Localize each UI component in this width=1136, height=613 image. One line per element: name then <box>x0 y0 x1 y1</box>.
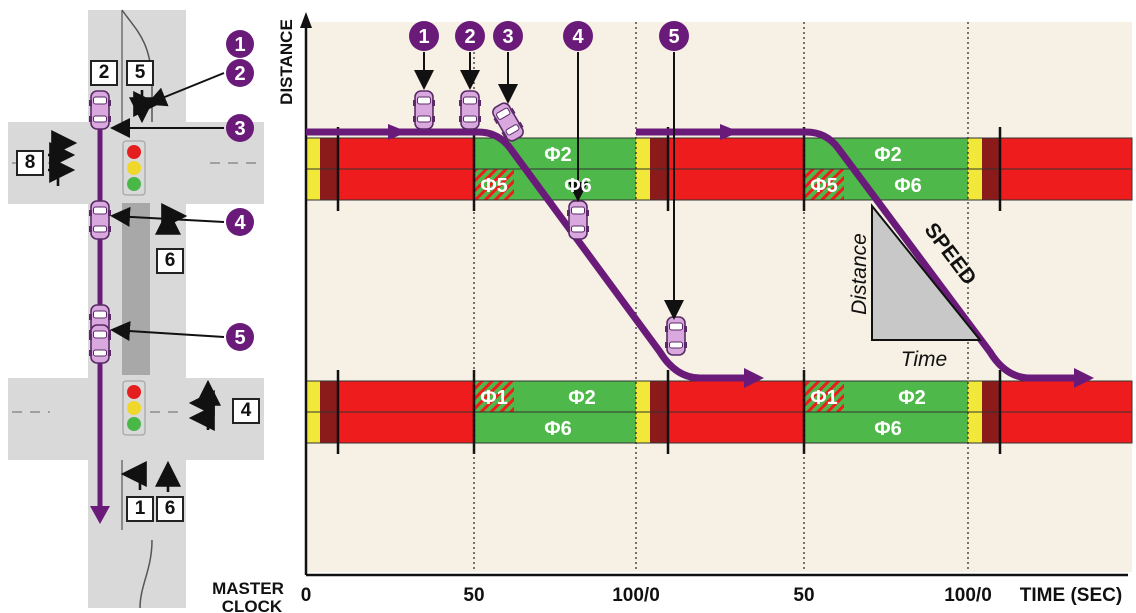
diagram-marker-2: 2 <box>455 21 485 51</box>
phase-label: Φ6 <box>564 175 592 197</box>
vehicle-trajectories <box>306 128 1086 382</box>
traffic-signal-upper <box>122 140 146 196</box>
diagram-marker-3: 3 <box>493 21 523 51</box>
time-space-diagram: Distance Time SPEED 1 2 3 <box>212 12 1133 613</box>
svg-text:1: 1 <box>234 34 245 56</box>
map-marker-1: 1 <box>226 30 254 58</box>
diagram-vehicle-4 <box>566 200 590 240</box>
phase-box-5: 5 <box>126 60 154 86</box>
phase-labels: Φ2 Φ5 Φ6 Φ2 Φ5 Φ6 Φ1 Φ2 Φ6 Φ1 Φ2 Φ6 <box>480 144 926 440</box>
svg-text:3: 3 <box>234 118 245 140</box>
phase-label: Φ5 <box>480 175 508 197</box>
diagram-vehicle-5 <box>664 316 688 356</box>
diagram-marker-5: 5 <box>659 21 689 51</box>
phase-label: Φ6 <box>544 418 572 440</box>
phase-box-1: 1 <box>126 496 154 522</box>
svg-text:5: 5 <box>234 327 245 349</box>
vehicle-5b <box>88 324 112 364</box>
x-tick-label: 100/0 <box>612 585 660 606</box>
traffic-signal-lower <box>122 380 146 436</box>
phase-box-2: 2 <box>90 60 118 86</box>
median <box>122 203 150 375</box>
phase-label: Φ1 <box>810 387 838 409</box>
svg-text:1: 1 <box>418 26 429 48</box>
map-marker-3: 3 <box>226 114 254 142</box>
diagram-vehicle-1 <box>412 90 436 130</box>
x-tick-label: 50 <box>463 585 484 606</box>
phase-box-8: 8 <box>16 150 44 176</box>
trajectory-2 <box>636 128 1086 382</box>
diagram-marker-4: 4 <box>563 21 593 51</box>
phase-label: Φ2 <box>568 387 596 409</box>
phase-label: Φ2 <box>898 387 926 409</box>
vehicle-2 <box>88 90 112 130</box>
phase-label: Φ6 <box>874 418 902 440</box>
trajectory-arrowhead <box>744 368 764 388</box>
master-clock-label-line1: MASTER <box>212 579 284 598</box>
triangle-time-label: Time <box>901 348 947 371</box>
phase-box-6-upper: 6 <box>156 248 184 274</box>
svg-text:5: 5 <box>668 26 679 48</box>
x-tick-labels: 0 50 100/0 50 100/0 <box>301 585 992 606</box>
map-marker-5: 5 <box>226 323 254 351</box>
vehicle-4 <box>88 200 112 240</box>
callout-arrows <box>110 72 225 341</box>
svg-text:3: 3 <box>502 26 513 48</box>
phase-box-4: 4 <box>232 398 260 424</box>
map-marker-4: 4 <box>226 208 254 236</box>
upper-signal-bands <box>305 137 1133 201</box>
phase-label: Φ6 <box>894 175 922 197</box>
phase-label: Φ5 <box>810 175 838 197</box>
plot-background <box>306 22 1132 572</box>
map-marker-2: 2 <box>226 59 254 87</box>
speed-triangle <box>871 203 983 341</box>
diagram-callout-arrows <box>414 52 684 320</box>
intersection-map: 1 2 3 4 5 <box>8 9 264 609</box>
x-tick-label: 100/0 <box>944 585 992 606</box>
diagram-vehicle-2 <box>458 90 482 130</box>
phase-label: Φ2 <box>874 144 902 166</box>
svg-text:2: 2 <box>464 26 475 48</box>
trajectory-1 <box>306 128 756 382</box>
x-axis-label: TIME (SEC) <box>1020 585 1122 606</box>
svg-text:4: 4 <box>234 212 246 234</box>
triangle-distance-label: Distance <box>848 233 871 315</box>
y-axis-label: DISTANCE <box>277 19 296 105</box>
diagram-marker-1: 1 <box>409 21 439 51</box>
phase-label: Φ2 <box>544 144 572 166</box>
svg-text:2: 2 <box>234 63 245 85</box>
phase-box-6-lower: 6 <box>156 496 184 522</box>
movement-arrows <box>48 90 221 492</box>
svg-text:4: 4 <box>572 26 584 48</box>
master-clock-label-line2: CLOCK <box>222 597 283 613</box>
phase-label: Φ1 <box>480 387 508 409</box>
x-tick-label: 50 <box>793 585 814 606</box>
x-tick-label: 0 <box>301 585 312 606</box>
lower-signal-bands <box>305 380 1133 444</box>
